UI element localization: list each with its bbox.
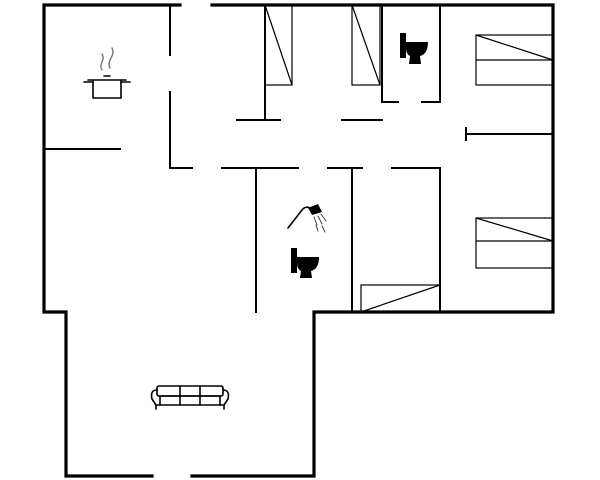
toilet-icon xyxy=(400,33,428,64)
cooking-pot-icon xyxy=(83,47,131,99)
shower-icon xyxy=(287,204,327,233)
closet-1 xyxy=(264,4,293,86)
bed-icon xyxy=(475,217,554,269)
closet-2 xyxy=(351,4,381,86)
bed-icon xyxy=(475,34,554,86)
wardrobe xyxy=(360,284,441,313)
sofa-icon xyxy=(150,385,230,410)
interior-walls xyxy=(43,4,554,313)
toilet-icon xyxy=(291,248,319,278)
